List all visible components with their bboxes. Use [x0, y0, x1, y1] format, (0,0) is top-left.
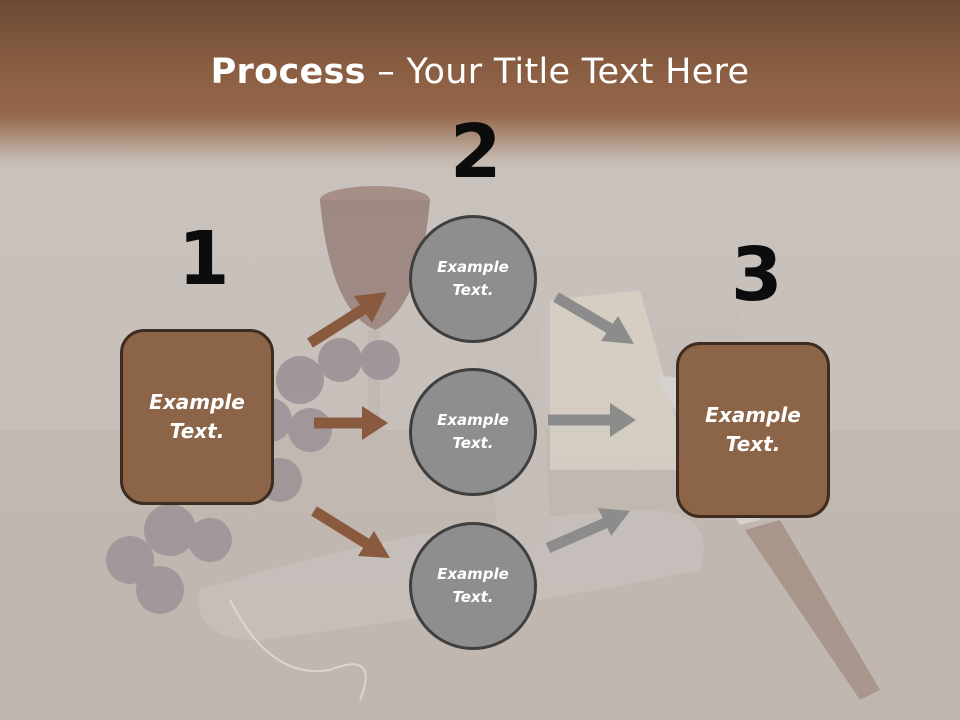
slide-title: Process – Your Title Text Here	[0, 52, 960, 92]
title-bold: Process	[210, 52, 366, 92]
circle-top-text: Example Text.	[437, 258, 509, 299]
circle-middle-text: Example Text.	[437, 411, 509, 452]
step-number-2: 2	[450, 109, 502, 195]
step-box-3-text: Example Text.	[705, 403, 801, 456]
step-box-1: Example Text.	[120, 329, 274, 505]
step-number-1: 1	[178, 216, 230, 302]
arrow-down-right-brown	[311, 506, 390, 558]
step-number-3: 3	[731, 232, 783, 318]
circle-bottom: Example Text.	[409, 522, 537, 650]
circle-top: Example Text.	[409, 215, 537, 343]
step-box-3: Example Text.	[676, 342, 830, 518]
arrow-up-right-gray	[545, 508, 630, 554]
step-box-1-text: Example Text.	[149, 390, 245, 443]
arrow-right-gray	[548, 403, 636, 437]
circle-bottom-text: Example Text.	[437, 565, 509, 606]
header-band	[0, 0, 960, 170]
arrow-up-right-brown	[307, 292, 387, 348]
arrow-right-brown	[314, 406, 388, 440]
arrow-down-right-gray	[553, 292, 634, 344]
title-rest: – Your Title Text Here	[365, 52, 750, 92]
circle-middle: Example Text.	[409, 368, 537, 496]
